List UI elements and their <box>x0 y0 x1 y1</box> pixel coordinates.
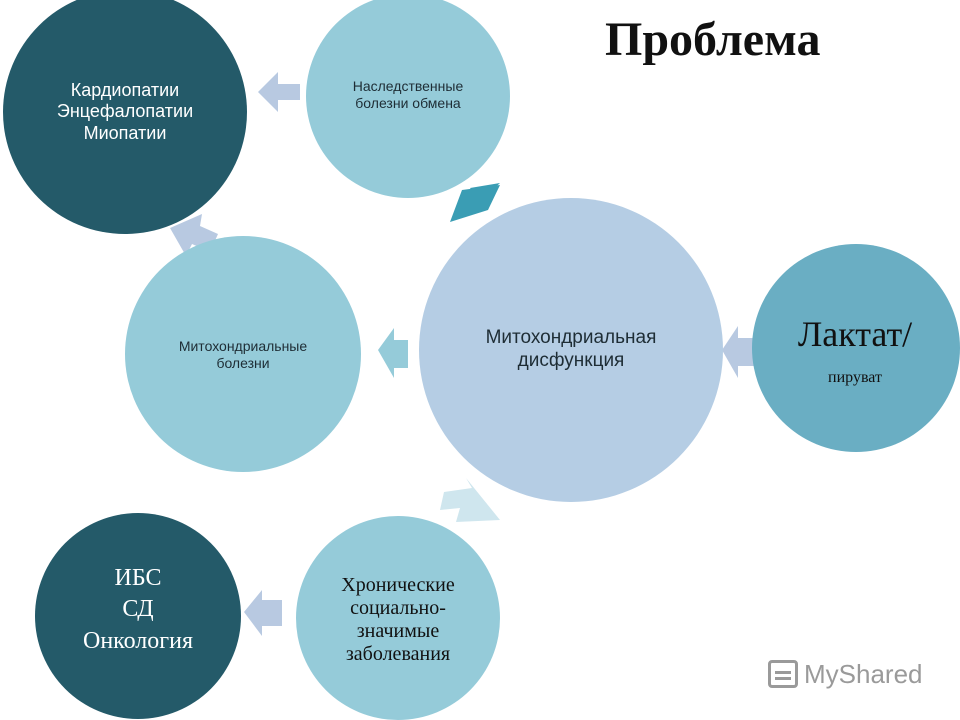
lactate-label: Лактат/ пируват <box>770 300 940 400</box>
cardiopathies-line-1: Кардиопатии <box>70 79 180 100</box>
ibs-line-1: ИБС <box>114 565 162 592</box>
ibs-line-2: СД <box>122 596 154 623</box>
ibs-label: ИБС СД Онкология <box>50 558 226 662</box>
circle-lactate <box>752 244 960 452</box>
hereditary-label: Наследственные болезни обмена <box>318 72 498 118</box>
circle-hereditary <box>306 0 510 198</box>
cardiopathies-line-2: Энцефалопатии <box>56 101 194 122</box>
chronic-line-4: заболевания <box>345 643 451 665</box>
presentation-icon <box>768 660 798 688</box>
mito-dysfunction-label: Митохондриальная дисфункция <box>456 322 686 378</box>
chronic-line-2: социально- <box>350 597 446 619</box>
watermark-text: MyShared <box>804 658 923 689</box>
ibs-line-3: Онкология <box>82 627 193 654</box>
chronic-label: Хронические социально- значимые заболева… <box>315 570 481 670</box>
arrow-lactate-to-dysfunction <box>722 326 756 378</box>
mito-dysfunction-line-1: Митохондриальная <box>485 327 657 349</box>
mito-diseases-line-1: Митохондриальные <box>178 338 308 355</box>
cardiopathies-label: Кардиопатии Энцефалопатии Миопатии <box>20 72 230 152</box>
circle-cardiopathies <box>3 0 247 234</box>
hereditary-line-1: Наследственные <box>352 78 464 95</box>
myshared-watermark: MyShared <box>768 656 923 692</box>
arrow-hereditary-to-cardiopathies <box>258 72 300 112</box>
mito-diseases-label: Митохондриальные болезни <box>143 332 343 378</box>
cardiopathies-line-3: Миопатии <box>83 122 167 143</box>
arrow-chronic-to-ibs <box>244 590 282 636</box>
circle-mito-dysfunction <box>419 198 723 502</box>
mito-dysfunction-line-2: дисфункция <box>517 350 625 371</box>
arrow-dysfunction-to-chronic <box>440 478 500 522</box>
circle-ibs <box>35 513 241 719</box>
mito-diseases-line-2: болезни <box>216 355 270 371</box>
page-title: Проблема <box>605 13 821 66</box>
arrow-dysfunction-to-mito-diseases <box>378 328 408 378</box>
circle-chronic <box>296 516 500 720</box>
chronic-line-3: значимые <box>356 620 440 642</box>
hereditary-line-2: болезни обмена <box>355 95 461 111</box>
circle-mito-diseases <box>125 236 361 472</box>
lactate-main: Лактат/ <box>797 313 913 354</box>
lactate-sub: пируват <box>828 369 882 386</box>
arrow-dysfunction-to-hereditary <box>450 183 500 222</box>
chronic-line-1: Хронические <box>341 574 455 596</box>
